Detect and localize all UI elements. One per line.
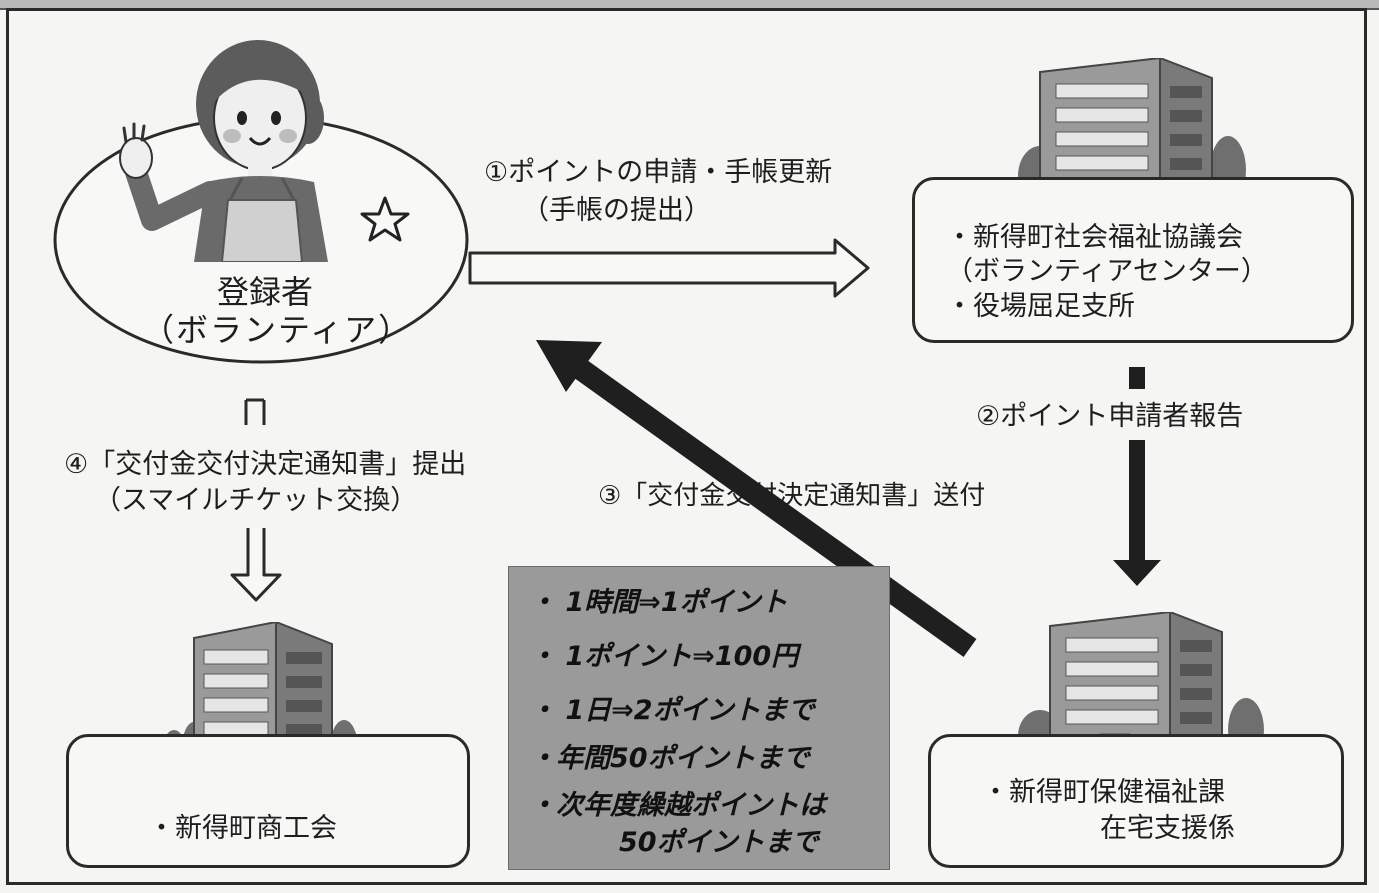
point-rules-box: ・ 1時間⇒1ポイント ・ 1ポイント⇒100円 ・ 1日⇒2ポイントまで ・年…: [508, 566, 890, 870]
council-line3: ・役場屈足支所: [946, 291, 1135, 322]
health-dept-box: [928, 734, 1344, 868]
arrow-step3-shaft: [568, 356, 977, 657]
star-icon: [360, 196, 410, 242]
commerce-box: [66, 734, 470, 868]
volunteer-label: 登録者: [217, 273, 314, 311]
step1-label: ①ポイントの申請・手帳更新: [484, 157, 833, 188]
step4-label: ④「交付金交付決定通知書」提出: [64, 449, 467, 480]
rule-5: ・次年度繰越ポイントは: [529, 790, 826, 821]
health-dept-line1: ・新得町保健福祉課: [982, 777, 1225, 808]
rule-2: ・ 1ポイント⇒100円: [529, 641, 799, 672]
step2-label: ②ポイント申請者報告: [976, 401, 1244, 432]
volunteer-sublabel: （ボランティア）: [142, 311, 413, 349]
arrow-step2-shaft: [1129, 440, 1145, 563]
step3-label: ③「交付金交付決定通知書」送付: [598, 481, 986, 511]
step4-sublabel: （スマイルチケット交換）: [94, 485, 418, 516]
arrow-step1: [468, 238, 870, 298]
arrow-step2-head: [1113, 560, 1161, 586]
arrow-step4: [230, 528, 282, 602]
step1-sublabel: （手帳の提出）: [522, 195, 711, 226]
health-building-icon: [1018, 612, 1264, 762]
health-dept-line2: 在宅支援係: [1100, 813, 1235, 844]
rule-3: ・ 1日⇒2ポイントまで: [529, 695, 815, 726]
commerce-line1: ・新得町商工会: [148, 813, 337, 844]
volunteer-icon: [119, 40, 410, 262]
arrow-step2-stub: [1129, 367, 1145, 389]
council-line1: ・新得町社会福祉協議会: [946, 222, 1243, 253]
council-building-icon: [1018, 58, 1246, 206]
arrow-step3-head: [536, 340, 602, 392]
rule-4: ・年間50ポイントまで: [529, 743, 810, 774]
rule-1: ・ 1時間⇒1ポイント: [529, 587, 788, 618]
council-box: [912, 177, 1354, 343]
rule-6: 50ポイントまで: [619, 827, 819, 858]
arrow-step4-top: [244, 398, 266, 425]
council-line2: （ボランティアセンター）: [946, 256, 1268, 287]
